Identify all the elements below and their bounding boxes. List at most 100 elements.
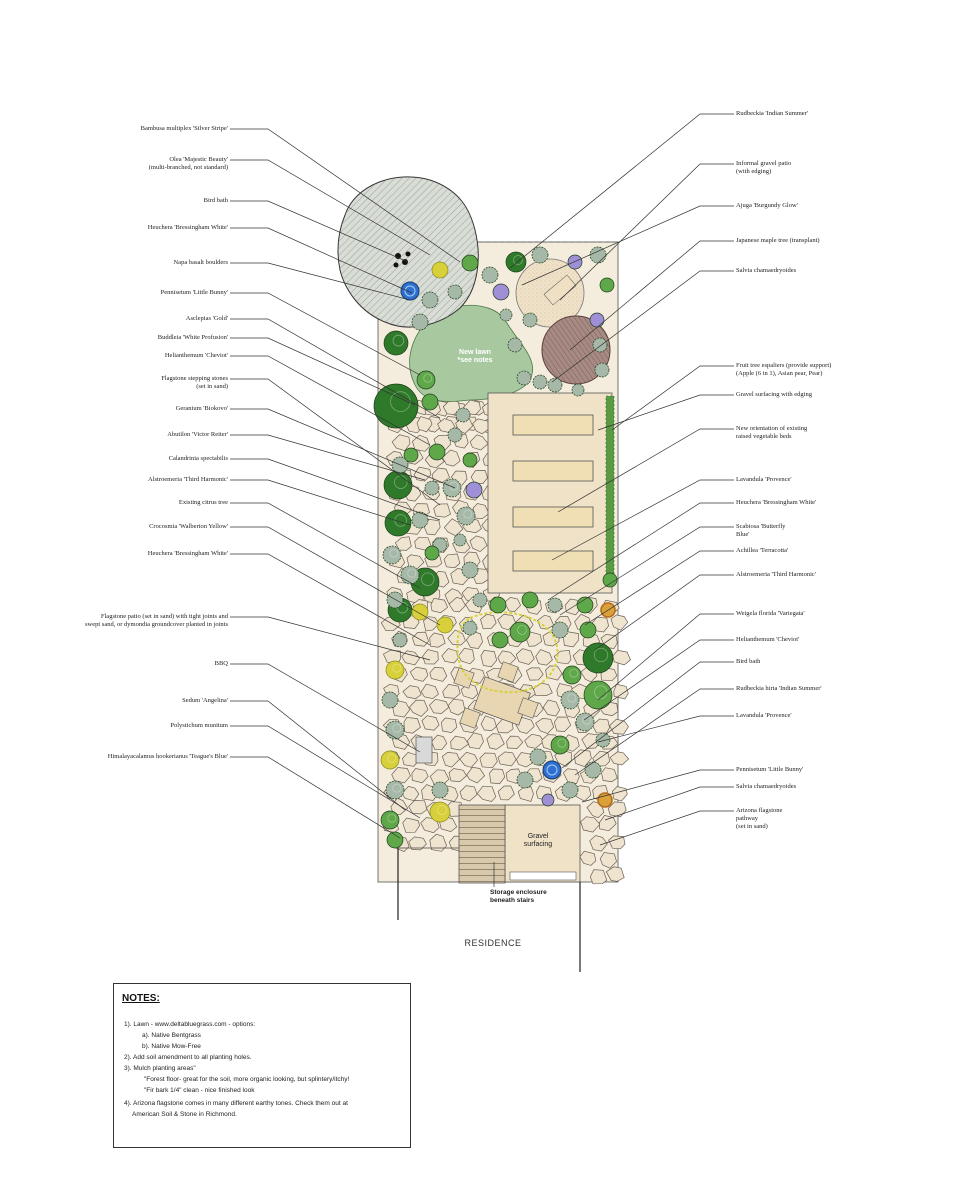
bbq bbox=[415, 736, 433, 764]
shrub-gray bbox=[499, 308, 513, 322]
flagstone bbox=[562, 768, 580, 785]
flagstone bbox=[469, 434, 489, 451]
flagstone bbox=[441, 717, 458, 733]
bird-bath-rim bbox=[546, 764, 558, 776]
boulder bbox=[402, 259, 408, 265]
shrub-gray bbox=[456, 506, 476, 526]
flagstone bbox=[411, 768, 429, 784]
shrub-gray bbox=[561, 781, 579, 799]
flagstone bbox=[403, 717, 421, 734]
shrub-gray bbox=[442, 478, 462, 498]
flagstone bbox=[447, 698, 466, 716]
flagstone bbox=[391, 434, 411, 452]
plant-label-left: Helianthemum 'Cheviot' bbox=[164, 352, 228, 359]
leader-line bbox=[597, 715, 734, 743]
shrub-gray bbox=[529, 748, 547, 766]
shrub-mid bbox=[583, 680, 613, 710]
flagstone bbox=[416, 416, 433, 433]
leader-line bbox=[574, 688, 734, 776]
flagstone bbox=[402, 685, 422, 700]
flagstone bbox=[607, 801, 627, 818]
flagstone bbox=[441, 752, 460, 768]
shrub-mid bbox=[602, 572, 618, 588]
shrub-gray bbox=[462, 620, 478, 636]
shrub-gray bbox=[461, 561, 479, 579]
shrub-mid bbox=[521, 591, 539, 609]
plant-label-right: Helianthemum 'Cheviot' bbox=[736, 636, 800, 643]
shrub-purple bbox=[465, 481, 483, 499]
plant-label-left: BBQ bbox=[214, 660, 228, 667]
shrub-gray bbox=[560, 690, 580, 710]
bird-bath-icon bbox=[542, 760, 562, 780]
flagstone bbox=[601, 767, 618, 783]
flagstone bbox=[599, 852, 617, 869]
shrub-purple bbox=[567, 254, 583, 270]
leader-line bbox=[569, 240, 734, 351]
flagstone bbox=[580, 816, 601, 833]
flagstone bbox=[612, 786, 628, 802]
note-line: "Forest floor- great for the soil, more … bbox=[144, 1076, 350, 1083]
shrub-gray bbox=[481, 266, 499, 284]
leader-line bbox=[230, 200, 409, 263]
leader-line bbox=[594, 574, 734, 651]
leader-line bbox=[230, 526, 441, 626]
flagstone bbox=[469, 535, 488, 553]
leader-line bbox=[230, 262, 411, 301]
flagstone bbox=[599, 815, 617, 832]
shrub-dark bbox=[582, 642, 614, 674]
shrub-yellow bbox=[380, 750, 400, 770]
flagstone bbox=[466, 766, 486, 784]
plant-label-right: Ajuga 'Burgundy Glow' bbox=[736, 202, 798, 209]
shrub-gray bbox=[411, 511, 429, 529]
flagstone bbox=[480, 715, 497, 731]
leader-line bbox=[551, 270, 734, 383]
bird-bath-icon bbox=[400, 281, 420, 301]
flagstone bbox=[480, 650, 498, 668]
flagstone bbox=[476, 785, 497, 802]
plant-label-right: Rudbeckia 'Indian Summer' bbox=[736, 110, 809, 117]
leader-line bbox=[581, 769, 734, 803]
flagstone bbox=[545, 665, 563, 681]
plant-label-right: Alstroemeria 'Third Harmonic' bbox=[736, 571, 816, 578]
flagstone bbox=[447, 629, 466, 646]
plant-label-right: Scabiosa 'Butterfly Blue' bbox=[736, 523, 786, 538]
plant-label-left: Napa basalt boulders bbox=[173, 259, 228, 266]
plant-label-right: Achillea 'Terracotta' bbox=[736, 547, 789, 554]
flagstone bbox=[394, 536, 412, 551]
flagstone bbox=[429, 632, 446, 648]
shrub-mid bbox=[562, 665, 582, 685]
plant-label-left: Alstroemeria 'Third Harmonic' bbox=[148, 476, 228, 483]
plant-label-left: Abutilon 'Victor Reiter' bbox=[167, 431, 228, 438]
entry-gravel bbox=[504, 804, 581, 883]
flagstone bbox=[443, 553, 461, 569]
plant-label-right: Rudbeckia hirta 'Indian Summer' bbox=[736, 685, 822, 692]
shrub-yellow bbox=[385, 660, 405, 680]
plant-label-left: Himalayacalamus hookerianus 'Teague's Bl… bbox=[107, 753, 228, 760]
plant-label-left: Crocosmia 'Walberton Yellow' bbox=[149, 523, 228, 530]
flagstone bbox=[408, 699, 429, 717]
plant-label-right: Pennisetum 'Little Bunny' bbox=[736, 766, 804, 773]
flagstone bbox=[472, 418, 492, 435]
note-line: 2). Add soil amendment to all planting h… bbox=[124, 1054, 252, 1061]
leader-line bbox=[551, 479, 734, 561]
flagstone bbox=[472, 503, 490, 519]
plant-label-left: Pennisetum 'Little Bunny' bbox=[160, 289, 228, 296]
fruit-tree-espaliers bbox=[605, 395, 615, 587]
flagstone bbox=[609, 718, 629, 735]
flagstone bbox=[535, 649, 553, 666]
flagstone bbox=[470, 470, 488, 484]
flagstone bbox=[448, 768, 467, 782]
flagstone bbox=[423, 616, 440, 632]
shrub-gray bbox=[400, 565, 420, 585]
leader-line bbox=[230, 318, 441, 419]
flagstone bbox=[392, 700, 411, 718]
shrub-gray bbox=[595, 732, 611, 748]
shrub-mid bbox=[424, 545, 440, 561]
shrub-gray bbox=[447, 284, 463, 300]
leader-line bbox=[557, 428, 734, 513]
raised-bed bbox=[512, 550, 594, 572]
plant-label-right: Salvia chamaedryoides bbox=[736, 267, 797, 274]
shrub-gray bbox=[431, 781, 449, 799]
note-line: 3). Mulch planting areas" bbox=[124, 1065, 196, 1072]
shrub-gray bbox=[547, 597, 563, 613]
